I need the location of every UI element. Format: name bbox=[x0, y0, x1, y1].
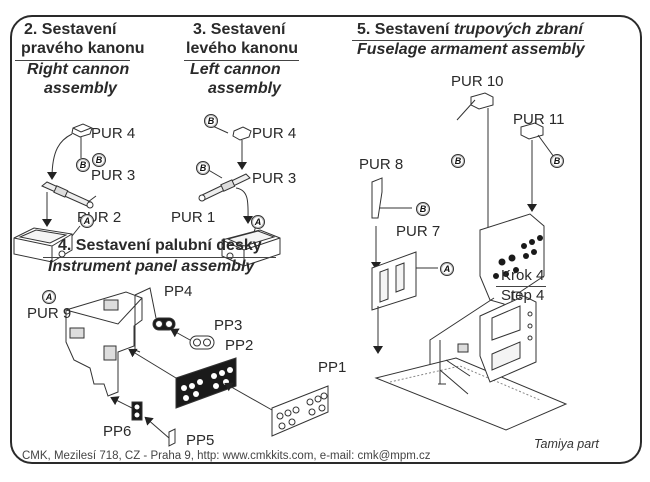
step-divider bbox=[496, 286, 546, 287]
part-label-pur10: PUR 10 bbox=[451, 73, 504, 90]
part-pp5 bbox=[168, 428, 176, 447]
left-cannon-title-divider bbox=[184, 60, 299, 61]
part-label-pur1: PUR 1 bbox=[171, 209, 216, 226]
cockpit-floor-tamiya bbox=[374, 357, 568, 431]
part-label-pur3-right: PUR 3 bbox=[91, 167, 136, 184]
footer-contact: CMK, Mezilesí 718, CZ - Praha 9, http: w… bbox=[22, 450, 431, 462]
glue-mark-b: B bbox=[451, 154, 465, 168]
instrument-panel-title-en: Instrument panel assembly bbox=[48, 258, 255, 275]
instrument-panel-title-cz: 4. Sestavení palubní desky bbox=[58, 237, 262, 255]
part-pp1 bbox=[271, 385, 329, 437]
left-cannon-title-en-line2: assembly bbox=[208, 80, 281, 97]
left-cannon-title-cz-line1: 3. Sestavení bbox=[193, 21, 286, 38]
fuselage-armament-title-cz-italic: trupových zbraní bbox=[453, 21, 583, 38]
part-label-pp6: PP6 bbox=[103, 423, 132, 440]
glue-mark-a: A bbox=[42, 290, 56, 304]
instruction-sheet-frame bbox=[10, 15, 642, 464]
right-cannon-title-cz-line2: pravého kanonu bbox=[21, 40, 145, 57]
right-cannon-diagram bbox=[13, 123, 97, 263]
part-pur11 bbox=[520, 122, 544, 140]
right-cannon-title-en-line1: Right cannon bbox=[27, 61, 130, 78]
fuselage-armament-title-en: Fuselage armament assembly bbox=[357, 41, 585, 58]
glue-mark-b: B bbox=[76, 158, 90, 172]
part-label-pp2: PP2 bbox=[225, 337, 254, 354]
part-label-pur4-left: PUR 4 bbox=[252, 125, 297, 142]
part-label-pp4: PP4 bbox=[164, 283, 193, 300]
cockpit-bulkhead bbox=[479, 295, 537, 383]
fuselage-armament-title-cz-plain: 5. Sestavení bbox=[357, 21, 454, 38]
part-pur4-right bbox=[71, 123, 93, 138]
right-cannon-title-cz-line1: 2. Sestavení bbox=[24, 21, 117, 38]
part-pur8 bbox=[371, 177, 383, 219]
glue-mark-a: A bbox=[440, 262, 454, 276]
part-label-pur11: PUR 11 bbox=[513, 111, 565, 128]
glue-mark-b: B bbox=[204, 114, 218, 128]
glue-mark-b: B bbox=[416, 202, 430, 216]
part-label-pur9: PUR 9 bbox=[27, 305, 72, 322]
step-label-en: Step 4 bbox=[501, 287, 545, 304]
left-cannon-title-cz-line2: levého kanonu bbox=[186, 40, 299, 57]
part-label-pur7: PUR 7 bbox=[396, 223, 441, 240]
glue-mark-a: A bbox=[80, 214, 94, 228]
fuselage-armament-diagram bbox=[371, 92, 568, 431]
part-label-pp3: PP3 bbox=[214, 317, 243, 334]
fuselage-armament-title-cz: 5. Sestavení trupových zbraní bbox=[357, 21, 583, 39]
glue-mark-a: A bbox=[251, 215, 265, 229]
part-label-pp5: PP5 bbox=[186, 432, 215, 449]
right-cannon-title-en-line2: assembly bbox=[44, 80, 117, 97]
part-label-pp1: PP1 bbox=[318, 359, 347, 376]
glue-mark-b: B bbox=[196, 161, 210, 175]
instrument-panel-title-cz-text: 4. Sestavení palubní desky bbox=[58, 237, 262, 254]
part-pp6 bbox=[131, 401, 143, 421]
part-pur7 bbox=[371, 251, 417, 311]
instrument-panel-title-divider bbox=[43, 257, 276, 258]
step-label-cz: Krok 4 bbox=[501, 267, 545, 284]
instrument-panel-diagram bbox=[65, 287, 329, 447]
left-cannon-title-en-line1: Left cannon bbox=[190, 61, 281, 78]
fuselage-armament-title-divider bbox=[352, 40, 584, 41]
right-cannon-title-divider bbox=[15, 60, 130, 61]
glue-mark-b: B bbox=[550, 154, 564, 168]
part-label-pur3-left: PUR 3 bbox=[252, 170, 297, 187]
part-label-pur4-right: PUR 4 bbox=[91, 125, 136, 142]
tamiya-part-note: Tamiya part bbox=[534, 437, 599, 451]
glue-mark-b: B bbox=[92, 153, 106, 167]
part-pur4-left bbox=[232, 126, 252, 141]
part-label-pur8: PUR 8 bbox=[359, 156, 404, 173]
